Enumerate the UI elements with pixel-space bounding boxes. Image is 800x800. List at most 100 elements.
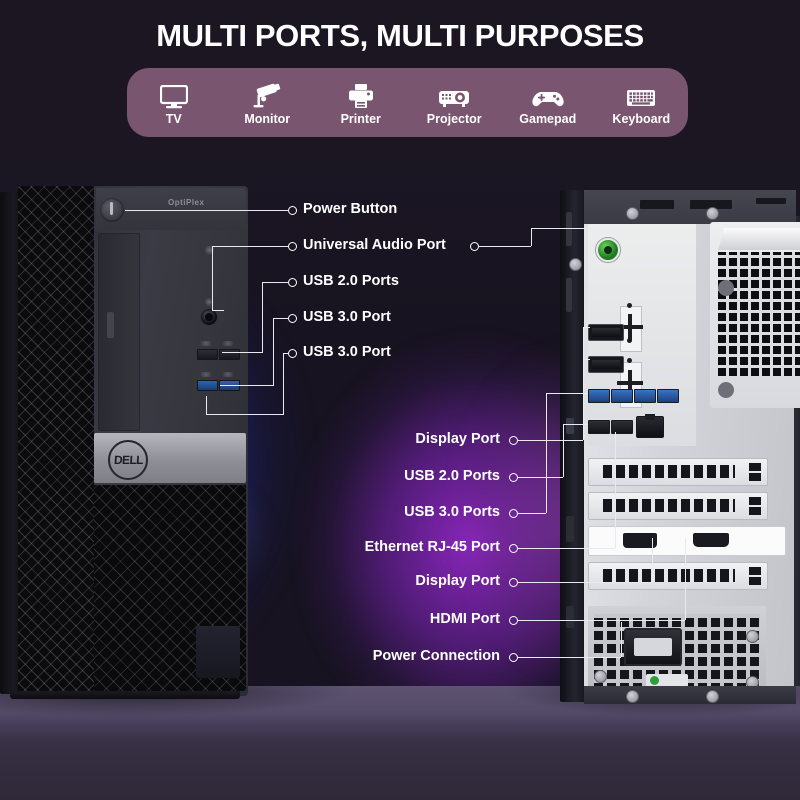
rear-usb3-port-3[interactable] <box>634 389 656 403</box>
dell-wordmark: DELL <box>113 453 143 467</box>
rear-thumbscrew-top-1[interactable] <box>626 207 639 220</box>
rear-thumbscrew-top-2[interactable] <box>706 207 719 220</box>
leader-usb3b-h1 <box>283 352 289 354</box>
rear-thumbscrew-bottom-1[interactable] <box>626 690 639 703</box>
leader-rdp2-h <box>517 581 652 583</box>
rear-usb2-port-2[interactable] <box>611 420 633 434</box>
leader-rdp1-v2 <box>583 327 584 359</box>
callout-label-universal-audio-port: Universal Audio Port <box>303 237 446 253</box>
front-power-button[interactable] <box>100 198 124 222</box>
psu-screw-1[interactable] <box>594 670 607 683</box>
device-item-tv[interactable]: TV <box>132 79 216 126</box>
gamepad-icon <box>532 79 564 109</box>
antenna-knockout-cross-1 <box>617 314 643 340</box>
front-universal-audio-jack[interactable] <box>201 309 217 325</box>
optical-drive-bay[interactable] <box>98 233 140 431</box>
leader-audio-h1 <box>212 245 289 247</box>
callout-dot-front-usb2 <box>288 278 297 287</box>
power-connection-iec-socket[interactable] <box>624 628 682 666</box>
leader-usb2-h2 <box>222 352 263 353</box>
printer-icon <box>348 79 374 109</box>
device-item-monitor[interactable]: Monitor <box>225 79 309 126</box>
tv-icon <box>159 79 188 109</box>
optiplex-branding: OptiPlex <box>168 198 205 207</box>
callout-label-rear-usb2: USB 2.0 Ports <box>404 468 500 484</box>
front-tower-image: OptiPlex DELL <box>0 186 248 700</box>
callout-dot-front-usb3-2 <box>288 349 297 358</box>
rear-usb3-port-2[interactable] <box>611 389 633 403</box>
usb2-marking-left <box>198 341 214 346</box>
leader-rusb2-h <box>517 476 563 478</box>
callout-dot-rear-audio-port <box>470 242 479 251</box>
rear-usb3-port-4[interactable] <box>657 389 679 403</box>
rear-display-port-2[interactable] <box>588 356 624 373</box>
leader-usb3b-v <box>283 352 284 415</box>
leader-usb3b-h2 <box>206 414 284 415</box>
rear-top-slot-1 <box>640 200 674 209</box>
vent-mount-knob-1 <box>718 280 734 296</box>
front-tower-base <box>10 691 240 699</box>
drive-activity-led <box>205 244 214 256</box>
expansion-slot-1 <box>588 458 768 486</box>
callout-label-power-connection: Power Connection <box>372 648 500 664</box>
usb3-marking-left <box>198 372 214 377</box>
card-display-port[interactable] <box>623 533 657 548</box>
expansion-slot-grille <box>603 499 735 512</box>
callout-dot-rear-display-port-2 <box>509 578 518 587</box>
rear-top-slot-3 <box>756 198 786 204</box>
rear-usb3-port-1[interactable] <box>588 389 610 403</box>
rear-ethernet-rj45-port[interactable] <box>636 414 664 438</box>
rear-tower-image <box>560 186 800 706</box>
leader-rdp2-v <box>652 538 653 582</box>
graphics-card-bracket <box>588 526 786 556</box>
rear-line-out-audio-jack[interactable] <box>596 238 620 262</box>
leader-hdmi-v <box>685 538 686 620</box>
rear-thumbscrew-bottom-2[interactable] <box>706 690 719 703</box>
leader-rusb2-v <box>563 424 564 477</box>
front-usb2-port-1[interactable] <box>197 349 218 360</box>
psu-screw-2[interactable] <box>746 630 759 643</box>
leader-audio-h2 <box>212 310 224 311</box>
device-item-printer[interactable]: Printer <box>319 79 403 126</box>
leader-hdmi-h <box>517 619 685 621</box>
callout-dot-rear-usb2 <box>509 473 518 482</box>
device-item-keyboard[interactable]: Keyboard <box>599 79 683 126</box>
leader-audio-v <box>212 245 213 311</box>
rear-usb2-port-1[interactable] <box>588 420 610 434</box>
front-usb3-port-1[interactable] <box>197 380 218 391</box>
device-label: Keyboard <box>612 112 671 126</box>
front-usb2-port-2[interactable] <box>219 349 240 360</box>
optical-drive-eject-tab[interactable] <box>107 312 114 338</box>
rear-tower-right-side <box>794 216 800 686</box>
callout-dot-front-usb3-1 <box>288 314 297 323</box>
callout-label-ethernet-rj45: Ethernet RJ-45 Port <box>364 539 500 555</box>
vent-mount-knob-3 <box>718 382 734 398</box>
rear-tower-bottom-bar <box>584 686 796 704</box>
callout-label-rear-display-port-2: Display Port <box>415 573 500 589</box>
callout-dot-ethernet-rj45 <box>509 544 518 553</box>
leader-power-conn-h <box>517 656 621 658</box>
callout-label-front-usb3-1: USB 3.0 Port <box>303 309 391 325</box>
leader-rear-audio-h2 <box>531 228 596 229</box>
rear-edge-notch-4 <box>566 516 574 542</box>
security-camera-icon <box>252 79 282 109</box>
rear-display-port-1[interactable] <box>588 324 624 341</box>
antenna-dot-2 <box>627 338 632 343</box>
front-tower-foot <box>196 626 240 678</box>
callout-label-rear-usb3: USB 3.0 Ports <box>404 504 500 520</box>
rear-edge-notch-5 <box>566 606 574 628</box>
leader-rusb3-h <box>517 512 546 514</box>
leader-rusb2-h2 <box>563 424 588 425</box>
rear-edge-notch-2 <box>566 278 572 312</box>
device-item-gamepad[interactable]: Gamepad <box>506 79 590 126</box>
device-item-projector[interactable]: Projector <box>412 79 496 126</box>
leader-rear-audio-v <box>531 228 532 246</box>
leader-rusb3-h2 <box>546 393 588 394</box>
leader-rear-audio-h1 <box>478 245 531 247</box>
callout-label-front-usb2: USB 2.0 Ports <box>303 273 399 289</box>
card-hdmi-port[interactable] <box>693 533 729 547</box>
usb2-marking-right <box>220 341 236 346</box>
device-label: Gamepad <box>519 112 577 126</box>
callout-dot-rear-usb3 <box>509 509 518 518</box>
rear-thumbscrew-io[interactable] <box>569 258 582 271</box>
